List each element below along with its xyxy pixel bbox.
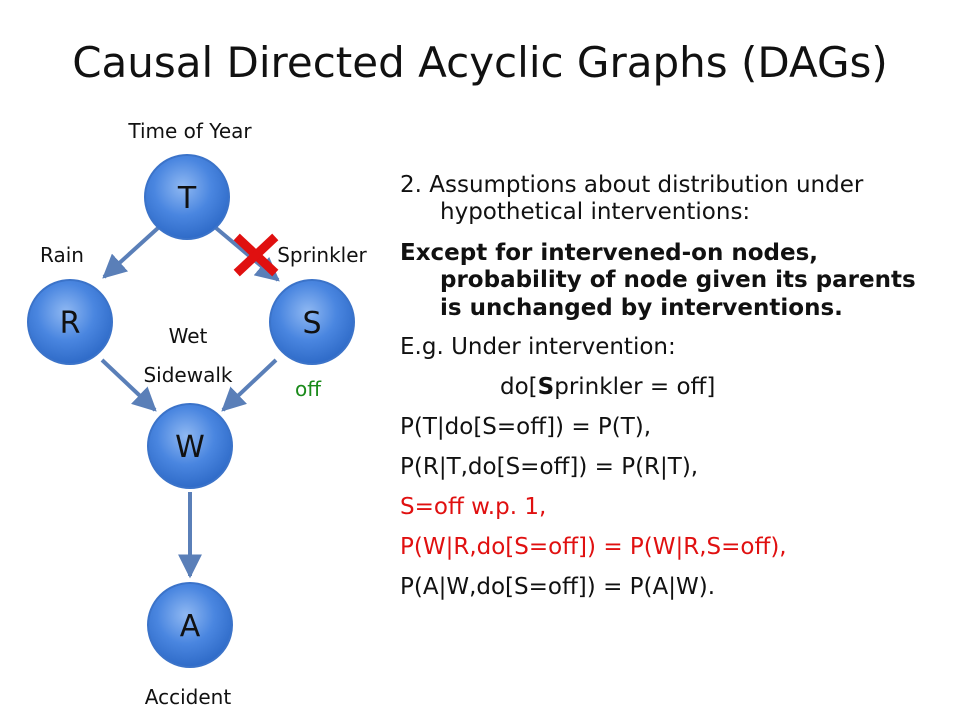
svg-text:S: S [302,306,321,341]
slide-title: Causal Directed Acyclic Graphs (DAGs) [72,38,888,87]
assumption-heading: 2. Assumptions about distribution under … [400,172,864,226]
example-intro: E.g. Under intervention: [400,333,676,360]
do-rest: prinkler = off] [554,373,716,400]
equation-3: S=off w.p. 1, [400,494,547,521]
svg-text:A: A [180,609,201,644]
node-a: A [147,582,233,668]
do-expression: do[Sprinkler = off] [400,374,945,401]
edge-s-w [221,358,278,412]
svg-text:R: R [60,306,81,341]
edge-t-r [102,226,160,279]
node-s: S [269,279,355,365]
equation-2: P(R|T,do[S=off]) = P(R|T), [400,454,699,480]
caption-sprinkler: Sprinkler [277,243,367,267]
caption-accident: Accident [145,685,232,709]
assumptions-text: 2. Assumptions about distribution under … [400,172,945,615]
do-bold-s: S [537,373,555,400]
intervention-rule: Except for intervened-on nodes, probabil… [400,240,916,321]
do-prefix: do[ [500,373,538,400]
caption-rain: Rain [40,243,84,267]
caption-time-of-year: Time of Year [127,119,252,143]
node-t: T [144,154,230,240]
svg-text:W: W [175,430,205,465]
intervention-label: off [295,377,322,401]
node-r: R [27,279,113,365]
svg-text:T: T [177,181,197,216]
cut-mark-icon [233,233,279,277]
caption-wet: Wet [169,324,208,348]
equation-1: P(T|do[S=off]) = P(T), [400,413,652,440]
edge-r-w [100,358,157,412]
equation-4: P(W|R,do[S=off]) = P(W|R,S=off), [400,534,787,561]
node-w: W [147,403,233,489]
caption-sidewalk: Sidewalk [143,363,232,387]
equation-5: P(A|W,do[S=off]) = P(A|W). [400,574,716,601]
